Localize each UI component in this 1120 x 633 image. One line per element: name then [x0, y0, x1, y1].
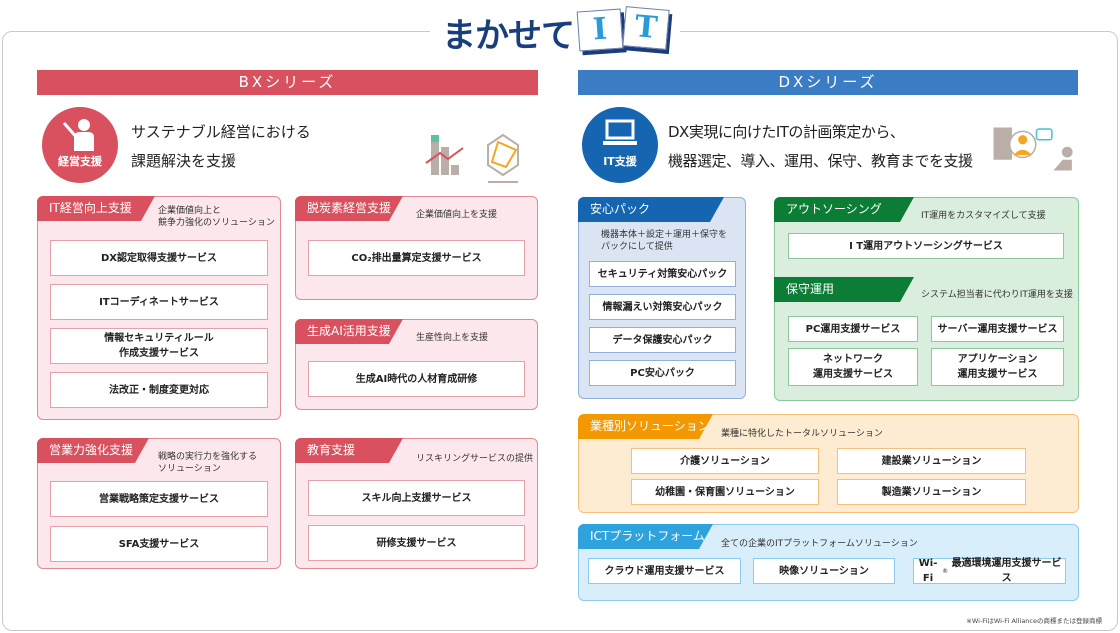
service-server-operation[interactable]: サーバー運用支援サービス: [931, 316, 1064, 342]
card-outsourcing-maintenance: アウトソーシング IT運用をカスタマイズして支援 I T運用アウトソーシングサー…: [774, 197, 1079, 401]
card-ict-platform: ICTプラットフォーム 全ての企業のITプラットフォームソリューション クラウド…: [578, 524, 1079, 601]
card-anshin-pack: 安心パック 機器本体＋設定＋運用＋保守をパックにして提供 セキュリティ対策安心パ…: [578, 197, 746, 399]
card-subtitle: システム担当者に代わりIT運用を支援: [921, 290, 1073, 300]
card-tab: IT経営向上支援: [37, 196, 155, 221]
card-subtitle: IT運用をカスタマイズして支援: [921, 211, 1046, 221]
card-tab: ICTプラットフォーム: [578, 524, 713, 549]
card-subtitle: 戦略の実行力を強化するソリューション: [158, 452, 258, 474]
card-subtitle: 業種に特化したトータルソリューション: [721, 429, 883, 439]
card-tab: 安心パック: [578, 197, 724, 222]
service-application-operation[interactable]: アプリケーション運用支援サービス: [931, 348, 1064, 386]
service-wifi-optimization[interactable]: Wi-Fi®最適環境運用支援サービス: [913, 558, 1066, 584]
card-subtitle: 機器本体＋設定＋運用＋保守をパックにして提供: [601, 230, 728, 252]
service-security-rules[interactable]: 情報セキュリティルール作成支援サービス: [50, 328, 268, 364]
page-title: まかせて: [442, 16, 575, 56]
service-sfa[interactable]: SFA支援サービス: [50, 526, 268, 562]
card-tab: 業種別ソリューション: [578, 414, 713, 439]
card-sales: 営業力強化支援 戦略の実行力を強化するソリューション 営業戦略策定支援サービス …: [37, 438, 281, 569]
service-it-outsourcing[interactable]: I T運用アウトソーシングサービス: [788, 233, 1064, 259]
solution-kindergarten[interactable]: 幼稚園・保育園ソリューション: [631, 479, 819, 505]
solution-video[interactable]: 映像ソリューション: [753, 558, 895, 584]
solution-nursing[interactable]: 介護ソリューション: [631, 448, 819, 474]
service-cloud-operation[interactable]: クラウド運用支援サービス: [588, 558, 741, 584]
dx-lead: DX実現に向けたITの計画策定から、機器選定、導入、運用、保守、教育までを支援: [668, 123, 973, 170]
badge-label: 経営支援: [58, 155, 102, 168]
pack-security[interactable]: セキュリティ対策安心パック: [589, 261, 736, 287]
helpdesk-illustration-icon: [993, 127, 1073, 171]
badge-label: IT支援: [603, 155, 637, 168]
service-sales-strategy[interactable]: 営業戦略策定支援サービス: [50, 481, 268, 517]
card-subtitle: リスキリングサービスの提供: [416, 454, 534, 464]
card-subtitle: 企業価値向上と競争力強化のソリューション: [158, 206, 275, 228]
card-subtitle: 企業価値向上を支援: [416, 210, 498, 220]
service-pc-operation[interactable]: PC運用支援サービス: [788, 316, 918, 342]
service-dx-certification[interactable]: DX認定取得支援サービス: [50, 240, 268, 276]
card-decarbonization: 脱炭素経営支援 企業価値向上を支援 CO₂排出量算定支援サービス: [295, 196, 538, 300]
card-industry-solutions: 業種別ソリューション 業種に特化したトータルソリューション 介護ソリューション …: [578, 414, 1079, 513]
card-tab: アウトソーシング: [774, 197, 914, 222]
solution-construction[interactable]: 建設業ソリューション: [837, 448, 1026, 474]
it-support-badge: IT支援: [582, 107, 658, 183]
service-it-coordinate[interactable]: ITコーディネートサービス: [50, 284, 268, 320]
presenter-icon: [62, 119, 94, 151]
service-law-revision[interactable]: 法改正・制度変更対応: [50, 372, 268, 408]
service-skill-up[interactable]: スキル向上支援サービス: [308, 480, 525, 516]
bx-lead: サステナブル経営における課題解決を支援: [131, 123, 311, 170]
service-network-operation[interactable]: ネットワーク運用支援サービス: [788, 348, 918, 386]
card-tab: 生成AI活用支援: [295, 319, 403, 344]
maintenance-tab: 保守運用: [774, 277, 914, 302]
card-tab: 営業力強化支援: [37, 438, 149, 463]
laptop-icon: [603, 119, 637, 145]
title-tile-i: I: [576, 8, 624, 52]
service-training[interactable]: 研修支援サービス: [308, 525, 525, 561]
pack-leak-prevention[interactable]: 情報漏えい対策安心パック: [589, 294, 736, 320]
service-co2[interactable]: CO₂排出量算定支援サービス: [308, 240, 525, 276]
service-ai-training[interactable]: 生成AI時代の人材育成研修: [308, 361, 525, 397]
card-tab: 脱炭素経営支援: [295, 196, 403, 221]
pack-pc[interactable]: PC安心パック: [589, 360, 736, 386]
card-tab: 教育支援: [295, 438, 403, 463]
management-support-badge: 経営支援: [42, 107, 118, 183]
solution-manufacturing[interactable]: 製造業ソリューション: [837, 479, 1026, 505]
card-generative-ai: 生成AI活用支援 生産性向上を支援 生成AI時代の人材育成研修: [295, 319, 538, 410]
chart-illustration-icon: [425, 133, 519, 183]
card-it-management: IT経営向上支援 企業価値向上と競争力強化のソリューション DX認定取得支援サー…: [37, 196, 281, 420]
title-tile-t: T: [622, 6, 670, 50]
bx-series-header: BXシリーズ: [37, 70, 538, 95]
pack-data-protection[interactable]: データ保護安心パック: [589, 327, 736, 353]
card-subtitle: 全ての企業のITプラットフォームソリューション: [721, 539, 918, 549]
card-education: 教育支援 リスキリングサービスの提供 スキル向上支援サービス 研修支援サービス: [295, 438, 538, 569]
footnote: ※Wi-FiはWi-Fi Allianceの商標または登録商標: [966, 617, 1102, 625]
dx-series-header: DXシリーズ: [578, 70, 1078, 95]
card-subtitle: 生産性向上を支援: [416, 333, 489, 343]
